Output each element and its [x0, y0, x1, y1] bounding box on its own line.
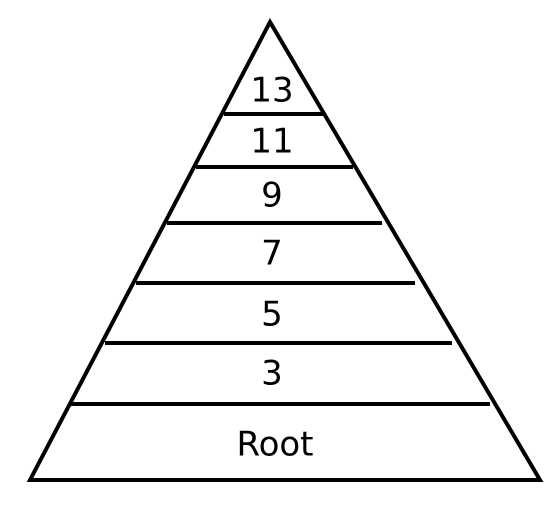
level-label-11: 11: [250, 122, 293, 162]
level-label-root: Root: [236, 425, 313, 465]
pyramid-outline: [26, 17, 544, 482]
level-label-7: 7: [261, 234, 283, 274]
level-label-3: 3: [261, 354, 283, 394]
level-label-5: 5: [261, 295, 283, 335]
level-label-13: 13: [250, 71, 293, 111]
level-label-9: 9: [261, 176, 283, 216]
